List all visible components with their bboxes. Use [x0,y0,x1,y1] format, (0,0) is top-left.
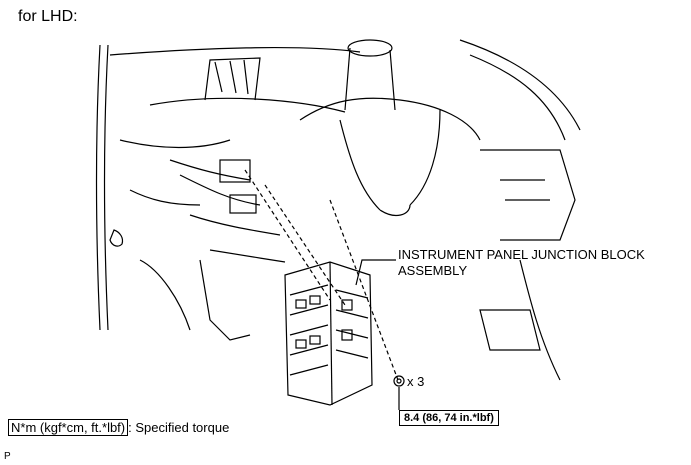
junction-block [284,261,373,406]
part-callout: INSTRUMENT PANEL JUNCTION BLOCK ASSEMBLY [398,247,645,279]
nut-quantity: x 3 [407,374,425,389]
view-heading: for LHD: [18,8,78,25]
callout-leader [355,259,396,286]
footer-code: P [4,451,11,462]
torque-spec-box: 8.4 (86, 74 in.*lbf) [399,410,499,426]
legend-description: : Specified torque [128,420,230,435]
nut-icon [393,375,405,387]
legend-unit-key: N*m (kgf*cm, ft.*lbf) [8,419,129,436]
steering-column [299,39,581,217]
torque-legend: N*m (kgf*cm, ft.*lbf): Specified torque [8,419,230,436]
installation-guide-lines [244,169,399,381]
dashboard-outline [109,46,361,206]
right-dashboard [479,149,576,381]
door-pillar [96,44,124,331]
wiring-harness [139,159,286,341]
callout-line-1: INSTRUMENT PANEL JUNCTION BLOCK [398,247,645,262]
callout-line-2: ASSEMBLY [398,263,468,278]
